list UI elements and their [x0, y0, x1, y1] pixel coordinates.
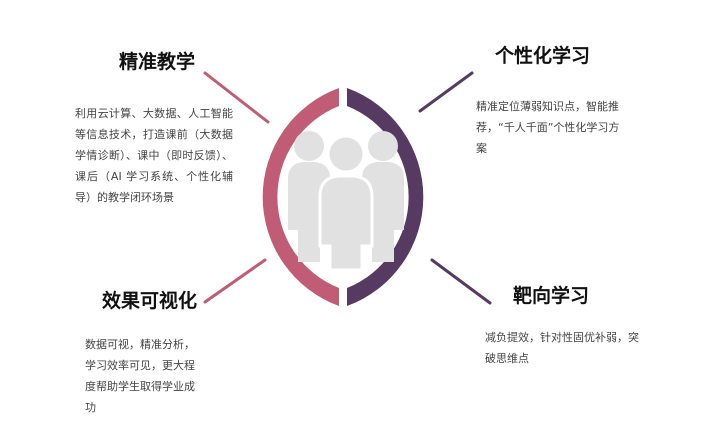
desc-personalized-learning: 精准定位薄弱知识点，智能推荐，“千人千面”个性化学习方案	[476, 100, 620, 155]
ring-left-half	[262, 88, 339, 306]
title-personalized-learning: 个性化学习	[495, 45, 591, 67]
connector-line-top-left	[203, 71, 270, 124]
connector-line-bottom-right	[430, 258, 492, 305]
title-precision-teaching: 精准教学	[119, 51, 196, 73]
desc-precision-teaching: 利用云计算、大数据、人工智能等信息技术，打造课前（大数据学情诊断）、课中（即时反…	[75, 107, 233, 204]
connector-line-bottom-left	[203, 258, 267, 304]
title-visualized-results: 效果可视化	[102, 290, 198, 312]
connector-line-top-right	[418, 71, 474, 113]
ring-right-half	[347, 88, 424, 306]
desc-visualized-results: 数据可视，精准分析，学习效率可见，更大程度帮助学生取得学业成功	[85, 338, 195, 414]
desc-targeted-learning: 减负提效，针对性固优补弱，突破思维点	[485, 331, 639, 365]
group-of-people-icon	[288, 131, 404, 272]
title-targeted-learning: 靶向学习	[513, 285, 590, 307]
